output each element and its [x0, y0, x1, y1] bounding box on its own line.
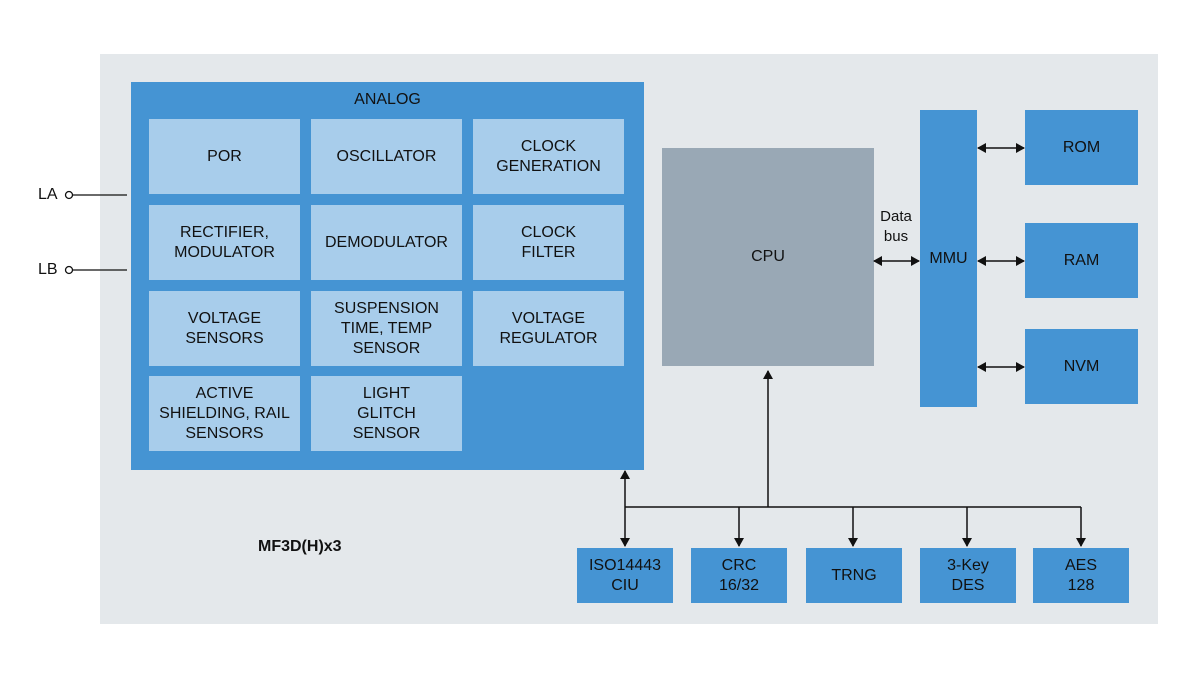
pin-la-terminal-icon — [64, 190, 74, 200]
analog-block-clock-filter: CLOCK FILTER — [473, 205, 624, 280]
pin-la — [64, 190, 127, 200]
analog-title: ANALOG — [354, 91, 421, 108]
analog-block-voltage-regulator: VOLTAGE REGULATOR — [473, 291, 624, 366]
analog-block-rectifier-modulator: RECTIFIER, MODULATOR — [149, 205, 300, 280]
pin-la-label: LA — [38, 186, 58, 203]
analog-block-demodulator: DEMODULATOR — [311, 205, 462, 280]
pin-lb-terminal-icon — [64, 265, 74, 275]
trng-block: TRNG — [806, 548, 902, 603]
cpu-block: CPU — [662, 148, 874, 366]
analog-block-por: POR — [149, 119, 300, 194]
chip-name-label: MF3D(H)x3 — [258, 538, 342, 555]
nvm-block: NVM — [1025, 329, 1138, 404]
rom-block: ROM — [1025, 110, 1138, 185]
analog-block-oscillator: OSCILLATOR — [311, 119, 462, 194]
mmu-label: MMU — [929, 249, 968, 267]
data-bus-label: Data bus — [880, 208, 912, 245]
analog-block-voltage-sensors: VOLTAGE SENSORS — [149, 291, 300, 366]
analog-block-active-shielding: ACTIVE SHIELDING, RAIL SENSORS — [149, 376, 300, 451]
3key-des-block: 3-Key DES — [920, 548, 1016, 603]
pin-lb — [64, 265, 127, 275]
cpu-label: CPU — [751, 248, 785, 265]
aes-128-block: AES 128 — [1033, 548, 1129, 603]
analog-block-clock-generation: CLOCK GENERATION — [473, 119, 624, 194]
iso14443-ciu-block: ISO14443 CIU — [577, 548, 673, 603]
analog-block-suspension-temp-sensor: SUSPENSION TIME, TEMP SENSOR — [311, 291, 462, 366]
mmu-block: MMU — [920, 110, 977, 407]
analog-block-light-glitch-sensor: LIGHT GLITCH SENSOR — [311, 376, 462, 451]
crc-block: CRC 16/32 — [691, 548, 787, 603]
pin-lb-label: LB — [38, 261, 58, 278]
ram-block: RAM — [1025, 223, 1138, 298]
